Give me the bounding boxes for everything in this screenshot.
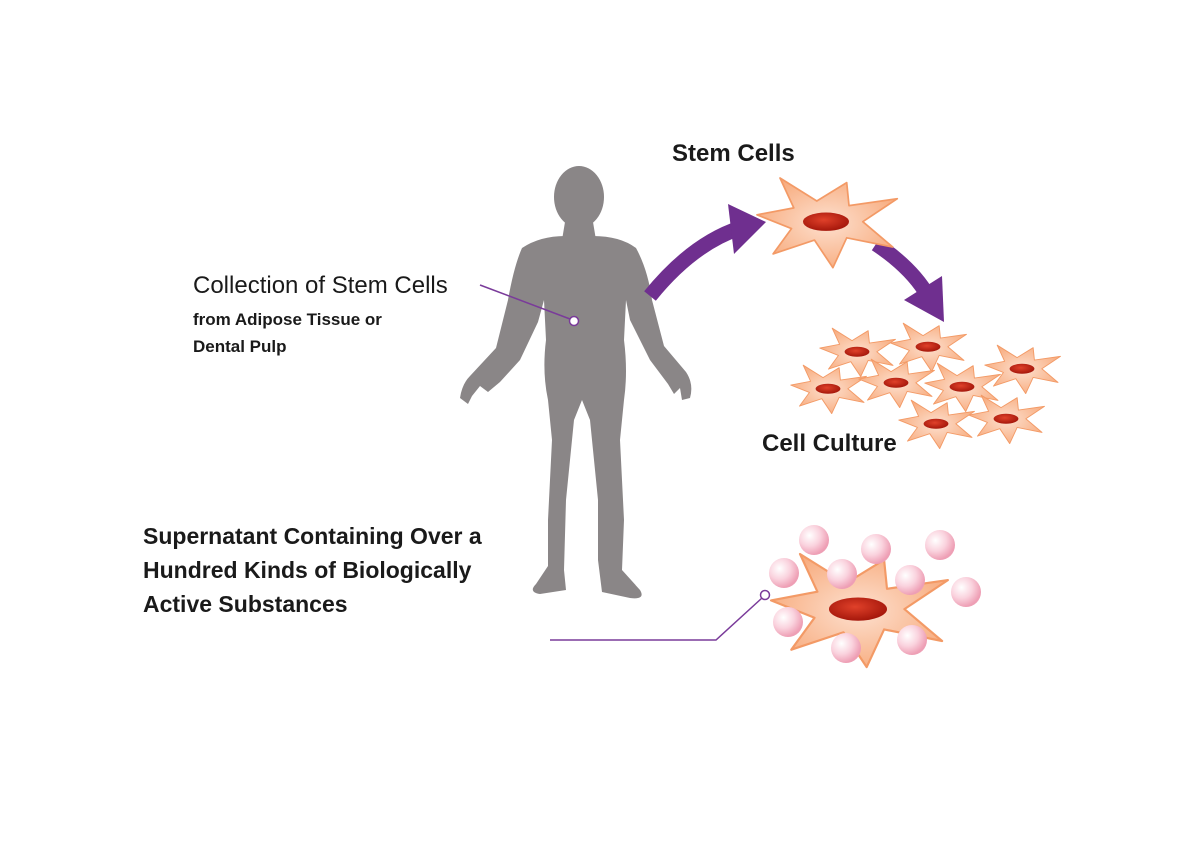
cell-culture-label: Cell Culture [762,430,897,457]
supernatant-line1: Supernatant Containing Over a [143,523,482,549]
collection-leader-line [479,284,580,327]
supernatant-line3: Active Substances [143,591,348,617]
supernatant-label: Supernatant Containing Over a Hundred Ki… [143,519,482,621]
supernatant-line2: Hundred Kinds of Biologically [143,557,472,583]
stem-cells-label: Stem Cells [672,140,795,167]
collection-subtitle-line1: from Adipose Tissue or [193,310,382,329]
stem-cell-icon [756,177,899,269]
collection-subtitle: from Adipose Tissue or Dental Pulp [193,306,382,360]
supernatant-cell-icon [769,525,981,669]
collection-title: Collection of Stem Cells [193,272,448,299]
arrow-to-stem-cells [644,204,766,301]
collection-subtitle-line2: Dental Pulp [193,337,287,356]
human-silhouette-icon [460,166,692,599]
arrow-to-culture [871,237,944,322]
vesicle-icon [769,525,981,663]
supernatant-leader-line [550,589,771,641]
